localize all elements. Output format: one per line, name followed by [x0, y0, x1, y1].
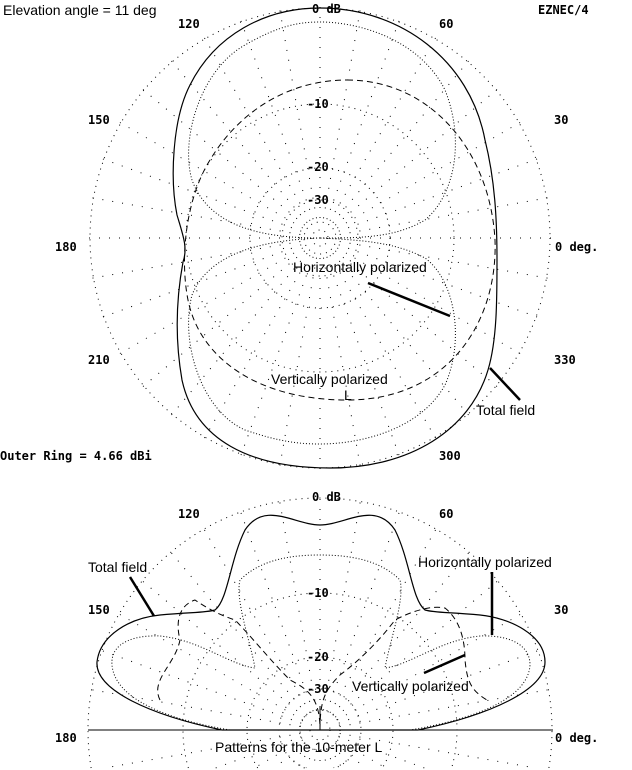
b-ring-label-20: -20: [307, 650, 329, 664]
grid-spoke: [329, 36, 437, 221]
grid-spoke: [326, 748, 335, 769]
grid-spoke: [334, 579, 500, 718]
top-vertical-curve: [184, 79, 496, 401]
grid-spoke: [337, 612, 523, 721]
b-label-vertical: Vertically polarized: [352, 678, 469, 694]
grid-spoke: [170, 59, 308, 224]
brand-label: EZNEC/4: [538, 3, 589, 17]
b-label-horizontal: Horizontally polarized: [418, 554, 552, 570]
grid-spoke: [141, 250, 306, 388]
grid-spoke: [279, 9, 318, 219]
pointer-horizontal: [367, 281, 451, 318]
pointer-bottom-vertical: [423, 653, 466, 675]
grid-spoke: [240, 19, 314, 220]
angle-30: 30: [554, 113, 568, 127]
grid-spoke: [332, 59, 470, 224]
b-label-total: Total field: [88, 559, 147, 575]
grid-spoke: [305, 748, 314, 769]
grid-spoke: [91, 197, 301, 236]
ring-label-20: -20: [307, 160, 329, 174]
grid-spoke: [140, 579, 306, 718]
bottom-vertical-curve: [157, 599, 488, 731]
angle-210: 210: [88, 353, 110, 367]
grid-spoke: [91, 240, 301, 279]
grid-ring: [87, 497, 553, 769]
grid-spoke: [203, 255, 311, 440]
angle-120: 120: [178, 17, 200, 31]
grid-spoke: [279, 257, 318, 467]
pointer-bottom-total: [128, 576, 156, 617]
grid-ring: [281, 199, 359, 277]
b-angle-60: 60: [439, 507, 453, 521]
bottom-total-field-curve: [96, 514, 546, 731]
grid-spoke: [203, 36, 311, 221]
grid-spoke: [117, 612, 303, 721]
label-vertical: Vertically polarized: [271, 371, 388, 387]
grid-ring: [311, 229, 329, 247]
angle-180: 180: [55, 240, 77, 254]
top-horizontal-upper-lobe: [188, 21, 456, 239]
top-total-field-curve: [172, 7, 498, 469]
grid-spoke: [239, 509, 314, 712]
grid-spoke: [278, 499, 318, 711]
grid-spoke: [326, 256, 400, 457]
b-angle-0: 0 deg.: [555, 731, 598, 745]
angle-60: 60: [439, 17, 453, 31]
b-ring-label-10: -10: [307, 586, 329, 600]
b-angle-180: 180: [55, 731, 77, 745]
grid-spoke: [337, 121, 522, 229]
grid-spoke: [338, 158, 539, 232]
label-horizontal: Horizontally polarized: [293, 259, 427, 275]
grid-spoke: [99, 649, 302, 724]
angle-150: 150: [88, 113, 110, 127]
grid-spoke: [169, 550, 308, 716]
grid-spoke: [334, 88, 499, 226]
angle-0: 0 deg.: [555, 240, 598, 254]
angle-330: 330: [554, 353, 576, 367]
b-angle-150: 150: [88, 603, 110, 617]
b-angle-30: 30: [554, 603, 568, 617]
grid-ring: [303, 221, 337, 255]
grid-spoke: [141, 88, 306, 226]
b-angle-120: 120: [178, 507, 200, 521]
b-ring-label-0db: 0 dB: [312, 490, 341, 504]
label-vertical-mark: L: [344, 387, 352, 403]
label-total: Total field: [476, 402, 535, 418]
grid-spoke: [338, 244, 539, 318]
grid-spoke: [118, 121, 303, 229]
bottom-horizontal-curve: [111, 554, 531, 731]
grid-spoke: [170, 252, 308, 417]
ring-label-30: -30: [307, 193, 329, 207]
top-title: Elevation angle = 11 deg: [3, 2, 156, 18]
outer-ring-label: Outer Ring = 4.66 dBi: [0, 449, 152, 463]
grid-spoke: [322, 9, 361, 219]
grid-spoke: [339, 197, 549, 236]
grid-spoke: [322, 257, 361, 467]
b-caption: Patterns for the 10-meter L: [215, 739, 383, 755]
grid-spoke: [240, 256, 314, 457]
grid-ring: [182, 592, 458, 769]
pointer-total: [489, 367, 521, 401]
ring-label-10: -10: [307, 97, 329, 111]
grid-spoke: [202, 527, 311, 713]
b-ring-label-30: -30: [307, 682, 329, 696]
grid-spoke: [118, 247, 303, 355]
grid-spoke: [101, 244, 302, 318]
top-horizontal-lower-lobe: [188, 237, 456, 445]
ring-label-0db: 0 dB: [312, 2, 341, 16]
grid-spoke: [329, 255, 437, 440]
grid-spoke: [326, 19, 400, 220]
angle-300: 300: [439, 449, 461, 463]
grid-spoke: [101, 158, 302, 232]
